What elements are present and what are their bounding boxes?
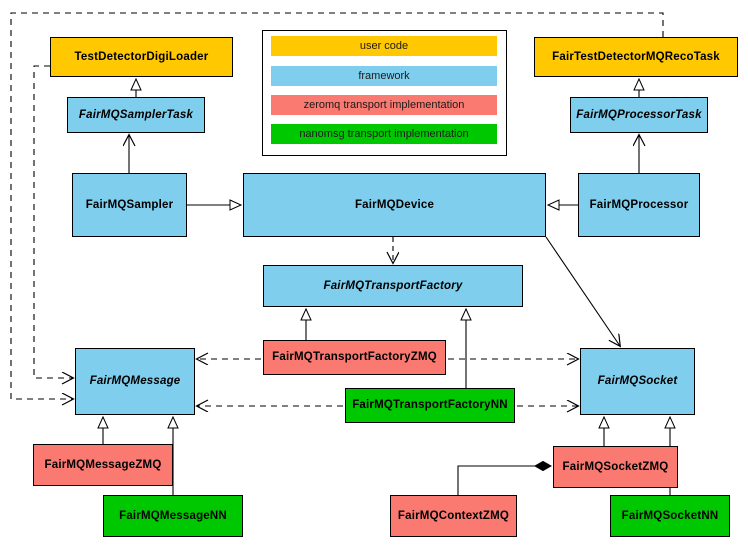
legend-item-nanomsg: nanomsg transport implementation xyxy=(271,124,497,144)
class-node-label: FairMQMessageNN xyxy=(119,509,227,522)
class-node-fairmqmessagezmq[interactable]: FairMQMessageZMQ xyxy=(33,444,173,486)
legend-item-zeromq: zeromq transport implementation xyxy=(271,95,497,115)
class-node-fairmqtransportfactorynn[interactable]: FairMQTransportFactoryNN xyxy=(345,388,515,423)
class-node-label: FairMQTransportFactory xyxy=(323,279,463,292)
class-node-label: FairMQSampler xyxy=(85,198,174,211)
class-node-fairmqsocketnn[interactable]: FairMQSocketNN xyxy=(610,495,730,537)
class-node-fairmqprocessor[interactable]: FairMQProcessor xyxy=(578,173,700,237)
class-node-fairmqsocketzmq[interactable]: FairMQSocketZMQ xyxy=(553,446,678,488)
class-node-label: FairMQProcessorTask xyxy=(576,108,702,121)
class-node-fairmqmessage[interactable]: FairMQMessage xyxy=(75,348,195,415)
class-node-label: TestDetectorDigiLoader xyxy=(74,50,209,63)
class-node-fairmqdevice[interactable]: FairMQDevice xyxy=(243,173,546,237)
class-node-fairmqtransportfactory[interactable]: FairMQTransportFactory xyxy=(263,265,523,307)
class-node-label: FairMQTransportFactoryNN xyxy=(352,399,508,412)
class-node-label: FairMQTransportFactoryZMQ xyxy=(272,351,437,364)
edge-socketzmq-contextzmq xyxy=(457,466,551,495)
class-node-label: FairTestDetectorMQRecoTask xyxy=(552,50,720,63)
class-node-label: FairMQDevice xyxy=(354,198,435,211)
class-node-label: FairMQSocketNN xyxy=(621,509,719,522)
class-node-label: FairMQMessageZMQ xyxy=(44,458,162,471)
class-node-fairmqcontextzmq[interactable]: FairMQContextZMQ xyxy=(390,495,517,537)
class-node-label: FairMQContextZMQ xyxy=(397,509,510,522)
class-node-label: FairMQProcessor xyxy=(589,198,689,211)
edge-recotask-message xyxy=(10,12,664,399)
class-node-fairmqsamplertask[interactable]: FairMQSamplerTask xyxy=(67,97,205,133)
class-node-label: FairMQMessage xyxy=(89,375,181,388)
class-node-fairmqmessagenn[interactable]: FairMQMessageNN xyxy=(103,495,243,537)
class-node-fairmqsampler[interactable]: FairMQSampler xyxy=(72,173,187,237)
class-node-fairtestdetectormqrecotask[interactable]: FairTestDetectorMQRecoTask xyxy=(534,37,738,77)
class-node-fairmqprocessortask[interactable]: FairMQProcessorTask xyxy=(570,97,708,133)
legend-item-user-code: user code xyxy=(271,36,497,56)
legend-item-framework: framework xyxy=(271,66,497,86)
class-node-fairmqsocket[interactable]: FairMQSocket xyxy=(580,348,695,415)
class-node-label: FairMQSocketZMQ xyxy=(562,460,669,473)
class-node-testdetectordigiloader[interactable]: TestDetectorDigiLoader xyxy=(50,37,233,77)
class-node-label: FairMQSamplerTask xyxy=(78,108,194,121)
class-node-label: FairMQSocket xyxy=(597,375,678,388)
class-node-fairmqtransportfactoryzmq[interactable]: FairMQTransportFactoryZMQ xyxy=(263,340,446,375)
edge-device-socket xyxy=(545,236,620,346)
